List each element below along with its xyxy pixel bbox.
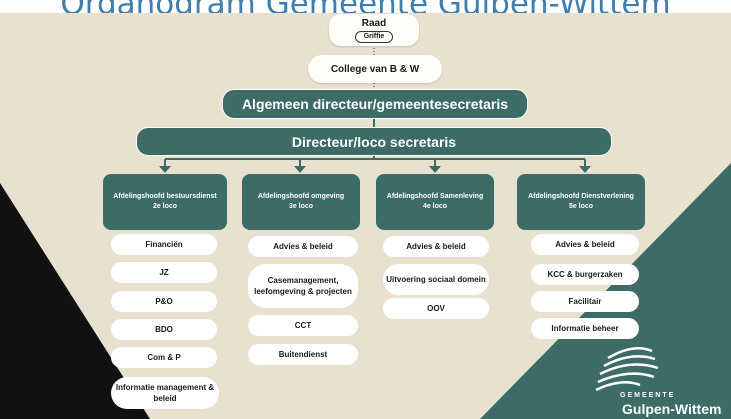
dept-header-dienstverlening: Afdelingshoofd Dienstverlening 5e loco bbox=[517, 174, 645, 230]
dept-sub: 4e loco bbox=[422, 203, 448, 210]
unit-informatie-management: Informatie management & beleid bbox=[111, 377, 219, 409]
algemeen-directeur-bar: Algemeen directeur/gemeentesecretaris bbox=[222, 89, 528, 119]
griffie-badge: Griffie bbox=[354, 30, 394, 43]
directeur-loco-bar: Directeur/loco secretaris bbox=[136, 127, 612, 156]
dept-title: Afdelingshoofd Dienstverlening bbox=[528, 193, 634, 200]
raad-label: Raad bbox=[361, 17, 387, 29]
dept-sub: 5e loco bbox=[568, 203, 594, 210]
dept-title: Afdelingshoofd bestuursdienst bbox=[113, 193, 217, 200]
college-box: College van B & W bbox=[308, 55, 442, 83]
logo-name: Gulpen-Wittem bbox=[622, 401, 722, 417]
unit-oov: OOV bbox=[383, 298, 489, 319]
unit-com-p: Com & P bbox=[111, 347, 217, 368]
dept-sub: 2e loco bbox=[152, 203, 178, 210]
unit-financien: Financiën bbox=[111, 234, 217, 255]
unit-advies-beleid-dienstverlening: Advies & beleid bbox=[531, 234, 639, 255]
unit-po: P&O bbox=[111, 291, 217, 312]
dept-header-bestuursdienst: Afdelingshoofd bestuursdienst 2e loco bbox=[103, 174, 227, 230]
unit-kcc-burgerzaken: KCC & burgerzaken bbox=[531, 264, 639, 285]
unit-advies-beleid-omgeving: Advies & beleid bbox=[248, 236, 358, 257]
unit-advies-beleid-samenleving: Advies & beleid bbox=[383, 236, 489, 257]
dept-header-samenleving: Afdelingshoofd Samenleving 4e loco bbox=[376, 174, 494, 230]
dept-title: Afdelingshoofd Samenleving bbox=[386, 193, 484, 200]
unit-buitendienst: Buitendienst bbox=[248, 344, 358, 365]
dept-sub: 3e loco bbox=[288, 203, 314, 210]
dept-header-omgeving: Afdelingshoofd omgeving 3e loco bbox=[242, 174, 360, 230]
logo-gemeente: GEMEENTE bbox=[620, 392, 676, 399]
unit-facilitair: Facilitair bbox=[531, 291, 639, 312]
unit-jz: JZ bbox=[111, 262, 217, 283]
organogram-canvas: Raad Griffie College van B & W Algemeen … bbox=[0, 13, 731, 419]
unit-cct: CCT bbox=[248, 315, 358, 336]
unit-informatie-beheer: Informatie beheer bbox=[531, 318, 639, 339]
raad-box: Raad Griffie bbox=[329, 14, 419, 46]
dept-title: Afdelingshoofd omgeving bbox=[257, 193, 345, 200]
unit-uitvoering-sociaal-domein: Uitvoering sociaal domein bbox=[383, 264, 489, 295]
unit-casemanagement: Casemanagement, leefomgeving & projecten bbox=[248, 264, 358, 308]
unit-bdo: BDO bbox=[111, 319, 217, 340]
